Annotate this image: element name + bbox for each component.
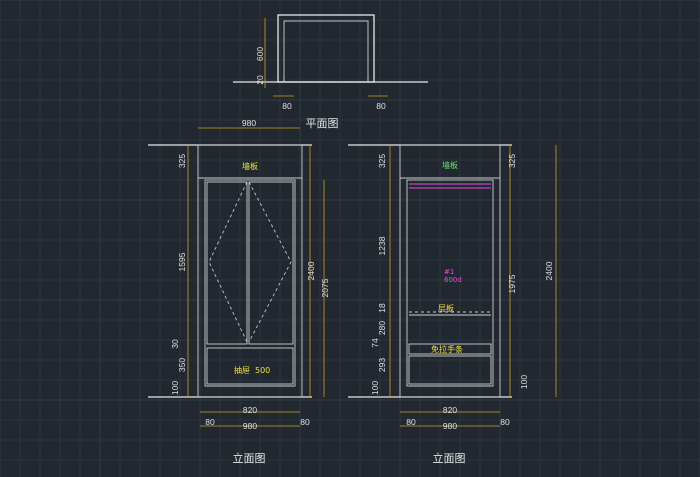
right-dim-width-total: 980 xyxy=(443,421,457,431)
plan-cabinet-inner xyxy=(283,20,369,83)
left-label-wall-board: 墙板 xyxy=(242,161,258,171)
right-label-mark-2: 600d xyxy=(444,276,462,284)
left-cabinet-outline xyxy=(197,144,303,398)
right-dim-shelf: 18 xyxy=(377,303,387,313)
right-label-wall-board: 墙板 xyxy=(442,160,458,170)
right-label-shelf: 层板 xyxy=(438,303,454,313)
right-handle-strip xyxy=(408,343,492,355)
right-dim-gap: 74 xyxy=(370,338,380,348)
plan-title: 平面图 xyxy=(306,117,339,130)
right-dim-body: 1975 xyxy=(507,274,517,293)
plan-dim-left: 80 xyxy=(282,101,292,111)
left-body xyxy=(204,179,296,387)
right-dim-mid: 280 xyxy=(377,321,387,335)
right-dim-base-right: 100 xyxy=(519,375,529,389)
right-label-mark-1: #1 xyxy=(444,268,454,276)
left-dim-base: 100 xyxy=(170,381,180,395)
plan-dim-width: 980 xyxy=(242,118,256,128)
plan-dim-right: 80 xyxy=(376,101,386,111)
left-dim-width-total: 980 xyxy=(243,421,257,431)
left-dim-drawer: 350 xyxy=(177,358,187,372)
left-label-drawer: 抽屉 xyxy=(234,365,250,375)
right-dim-total: 2400 xyxy=(544,261,554,280)
left-dim-gap: 30 xyxy=(170,339,180,349)
right-drawer xyxy=(408,355,492,385)
left-door-1 xyxy=(206,181,248,345)
right-dim-drawer: 293 xyxy=(377,358,387,372)
left-dim-total: 2400 xyxy=(306,261,316,280)
left-dim-side-left: 80 xyxy=(205,417,215,427)
elevation-left: 墙板 抽屉 500 325 1595 30 350 100 2400 2075 … xyxy=(148,144,330,465)
plan-dim-depth: 600 xyxy=(255,47,265,61)
right-dim-top: 325 xyxy=(377,154,387,168)
plan-view: 600 20 80 80 980 平面图 xyxy=(198,14,428,130)
left-dim-inner-width: 820 xyxy=(243,405,257,415)
right-dim-upper: 1238 xyxy=(377,236,387,255)
left-drawer xyxy=(206,347,294,385)
left-dim-side-right: 80 xyxy=(300,417,310,427)
right-dim-inner-width: 820 xyxy=(443,405,457,415)
left-elevation-title: 立面图 xyxy=(233,451,266,465)
plan-dim-base: 20 xyxy=(255,75,265,85)
left-door-1-swing xyxy=(208,181,248,343)
left-dim-top: 325 xyxy=(177,154,187,168)
left-door-2 xyxy=(248,181,294,345)
left-label-drawer-size: 500 xyxy=(255,366,270,375)
left-dim-door: 1595 xyxy=(177,252,187,271)
right-dim-side-left: 80 xyxy=(406,417,416,427)
right-dim-top-right: 325 xyxy=(507,154,517,168)
left-dim-door-total: 2075 xyxy=(320,278,330,297)
right-elevation-title: 立面图 xyxy=(433,451,466,465)
right-dim-base: 100 xyxy=(370,381,380,395)
elevation-right: 墙板 #1 600d 层板 免拉手条 325 1238 18 280 74 29… xyxy=(348,144,557,465)
right-cabinet-outline xyxy=(399,144,501,398)
right-dim-side-right: 80 xyxy=(500,417,510,427)
right-label-drawer: 免拉手条 xyxy=(431,344,463,354)
left-door-2-swing xyxy=(248,181,292,343)
